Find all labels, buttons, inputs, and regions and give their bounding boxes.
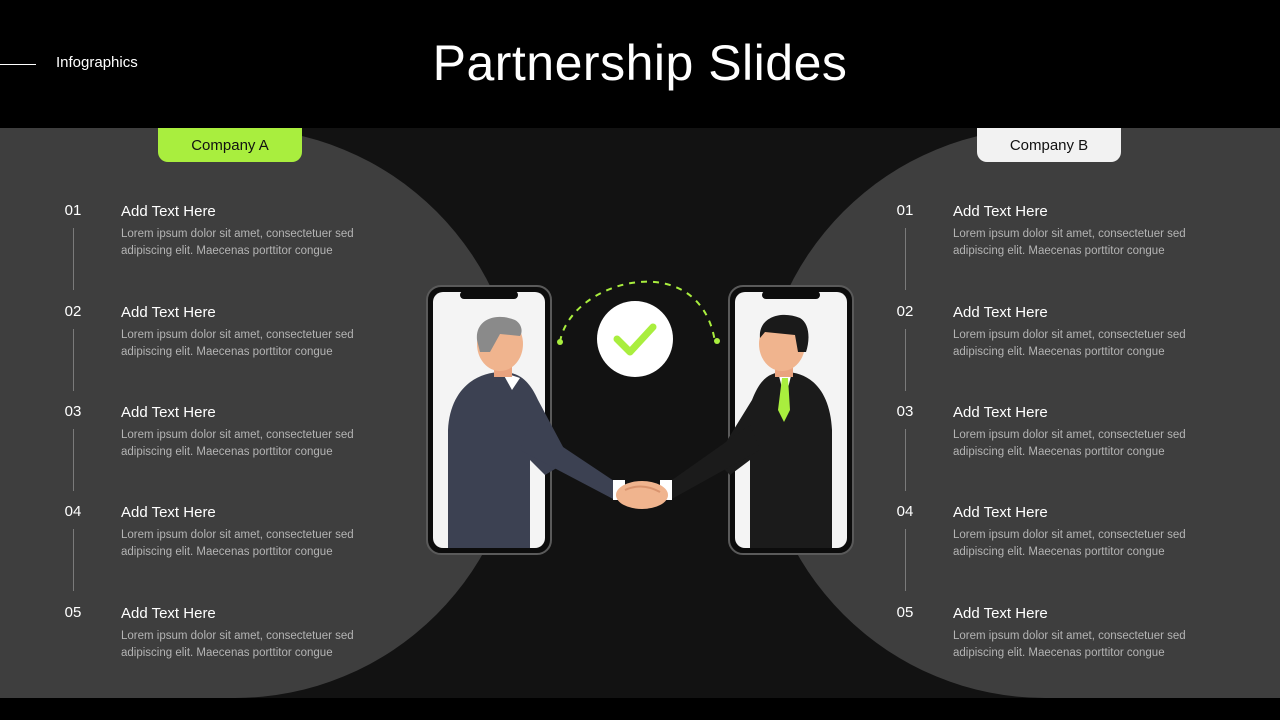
- item-title: Add Text Here: [953, 203, 1048, 220]
- list-item: 05 Add Text Here Lorem ipsum dolor sit a…: [0, 604, 420, 698]
- item-body: Lorem ipsum dolor sit amet, consectetuer…: [953, 630, 1186, 659]
- businessman-left: [448, 316, 620, 548]
- exchange-arc: [559, 280, 716, 343]
- header-divider: [0, 64, 36, 65]
- item-body: Lorem ipsum dolor sit amet, consectetuer…: [121, 228, 354, 257]
- item-connector: [73, 429, 74, 491]
- handshake-icon: [613, 480, 672, 509]
- item-body: Lorem ipsum dolor sit amet, consectetuer…: [121, 529, 354, 558]
- item-connector: [73, 529, 74, 591]
- list-item: 03 Add Text Here Lorem ipsum dolor sit a…: [832, 403, 1252, 503]
- checkmark-icon: [597, 301, 673, 377]
- slide-header: Infographics Partnership Slides: [0, 0, 1280, 128]
- list-item: 05 Add Text Here Lorem ipsum dolor sit a…: [832, 604, 1252, 698]
- list-item: 04 Add Text Here Lorem ipsum dolor sit a…: [0, 503, 420, 603]
- item-title: Add Text Here: [953, 404, 1048, 421]
- item-number: 03: [64, 403, 82, 420]
- handshake-illustration: [426, 280, 854, 555]
- item-title: Add Text Here: [953, 304, 1048, 321]
- arc-end-right: [714, 338, 720, 344]
- list-item: 04 Add Text Here Lorem ipsum dolor sit a…: [832, 503, 1252, 603]
- item-title: Add Text Here: [121, 203, 216, 220]
- item-title: Add Text Here: [121, 605, 216, 622]
- item-connector: [905, 329, 906, 391]
- item-number: 03: [896, 403, 914, 420]
- item-number: 04: [896, 503, 914, 520]
- item-number: 02: [64, 303, 82, 320]
- item-connector: [905, 228, 906, 290]
- item-body: Lorem ipsum dolor sit amet, consectetuer…: [121, 429, 354, 458]
- item-number: 01: [64, 202, 82, 219]
- item-body: Lorem ipsum dolor sit amet, consectetuer…: [953, 228, 1186, 257]
- arc-end-left: [557, 339, 563, 345]
- company-b-badge: Company B: [977, 128, 1121, 162]
- item-number: 05: [896, 604, 914, 621]
- item-title: Add Text Here: [121, 404, 216, 421]
- page-title: Partnership Slides: [432, 35, 848, 91]
- item-title: Add Text Here: [953, 504, 1048, 521]
- list-item: 01 Add Text Here Lorem ipsum dolor sit a…: [832, 202, 1252, 302]
- item-number: 04: [64, 503, 82, 520]
- businessman-right: [665, 314, 832, 548]
- item-body: Lorem ipsum dolor sit amet, consectetuer…: [953, 429, 1186, 458]
- item-title: Add Text Here: [121, 304, 216, 321]
- item-title: Add Text Here: [121, 504, 216, 521]
- company-a-badge: Company A: [158, 128, 302, 162]
- item-connector: [905, 529, 906, 591]
- list-item: 01 Add Text Here Lorem ipsum dolor sit a…: [0, 202, 420, 302]
- item-connector: [73, 329, 74, 391]
- list-item: 02 Add Text Here Lorem ipsum dolor sit a…: [0, 303, 420, 403]
- item-connector: [73, 228, 74, 290]
- item-number: 01: [896, 202, 914, 219]
- item-title: Add Text Here: [953, 605, 1048, 622]
- item-connector: [905, 429, 906, 491]
- item-body: Lorem ipsum dolor sit amet, consectetuer…: [121, 630, 354, 659]
- item-body: Lorem ipsum dolor sit amet, consectetuer…: [121, 329, 354, 358]
- list-item: 02 Add Text Here Lorem ipsum dolor sit a…: [832, 303, 1252, 403]
- bottom-bar: [0, 698, 1280, 720]
- content-stage: 01 Add Text Here Lorem ipsum dolor sit a…: [0, 128, 1280, 698]
- item-body: Lorem ipsum dolor sit amet, consectetuer…: [953, 329, 1186, 358]
- item-number: 05: [64, 604, 82, 621]
- list-item: 03 Add Text Here Lorem ipsum dolor sit a…: [0, 403, 420, 503]
- section-tag: Infographics: [56, 54, 138, 71]
- item-number: 02: [896, 303, 914, 320]
- item-body: Lorem ipsum dolor sit amet, consectetuer…: [953, 529, 1186, 558]
